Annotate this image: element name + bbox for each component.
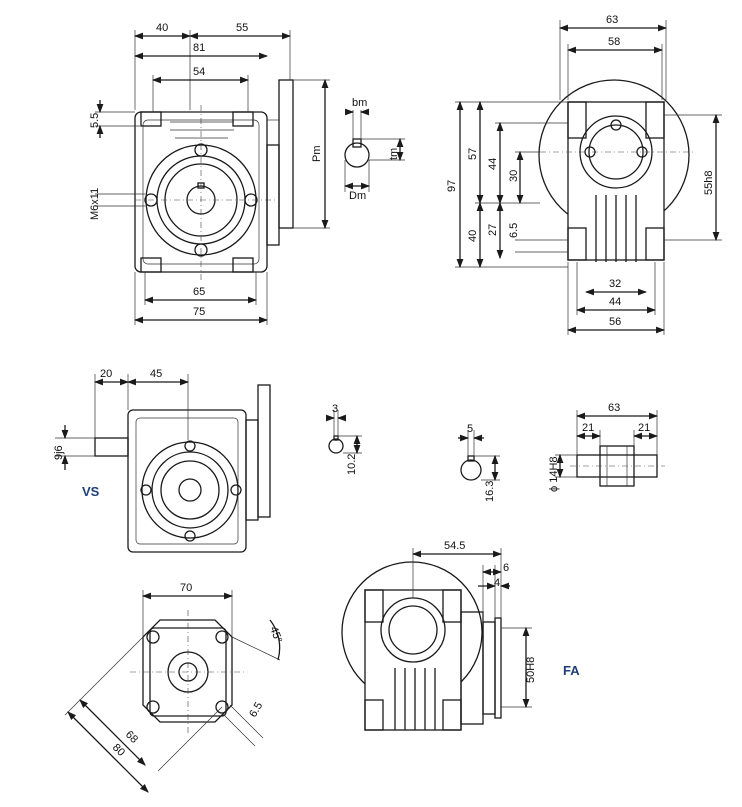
dim-44-vert: 44 <box>487 158 499 170</box>
dim-58: 58 <box>608 36 620 48</box>
key-detail-2: 5 16.3 <box>458 423 500 502</box>
dim-m6x11: M6x11 <box>89 188 101 220</box>
gearbox-side-view <box>538 79 695 262</box>
fa-label: FA <box>563 663 580 678</box>
dim-key2-width: 5 <box>467 423 473 435</box>
dim-pm: Pm <box>311 146 323 163</box>
dimensions-fa: 54.5 6 4 50H8 FA <box>411 540 580 709</box>
dim-45-deg: 45° <box>267 625 284 645</box>
dim-key2-height: 16.3 <box>484 481 496 502</box>
dim-70: 70 <box>180 582 192 594</box>
dim-32: 32 <box>609 278 621 290</box>
dim-hollow-63: 63 <box>608 402 620 414</box>
key-detail-1: 3 10.2 <box>326 403 362 475</box>
dim-56: 56 <box>609 316 621 328</box>
dim-63: 63 <box>606 14 618 26</box>
dim-30: 30 <box>508 170 520 182</box>
dim-hollow-21a: 21 <box>582 422 594 434</box>
dim-68: 68 <box>123 729 140 746</box>
dimensions-side: 63 58 97 57 40 44 27 30 6.5 55h8 32 44 <box>446 14 722 335</box>
dim-14h8: ϕ 14H8 <box>548 456 560 492</box>
flange-plate-view <box>130 610 245 735</box>
vs-label: VS <box>82 484 100 499</box>
dimensions-vs: 20 45 9j6 VS <box>53 368 190 499</box>
dim-54: 54 <box>193 66 205 78</box>
dim-57: 57 <box>467 148 479 160</box>
gearbox-front-view <box>134 79 294 280</box>
dim-hollow-21b: 21 <box>638 422 650 434</box>
dim-81: 81 <box>193 42 205 54</box>
hollow-shaft-detail: 63 21 21 ϕ 14H8 <box>548 402 665 492</box>
dim-27: 27 <box>487 224 499 236</box>
dim-54-5: 54.5 <box>444 540 465 552</box>
dim-6-5-side: 6.5 <box>508 223 520 238</box>
dim-6-5-flange: 6.5 <box>247 700 265 719</box>
dimensions-flange: 70 45° 68 80 6.5 <box>64 582 284 793</box>
dim-4-fa: 4 <box>494 577 500 589</box>
dim-20: 20 <box>100 368 112 380</box>
dim-bm: bm <box>352 97 367 109</box>
dim-55h8: 55h8 <box>703 171 715 195</box>
gearbox-fa-view <box>341 561 502 731</box>
dim-50h8: 50H8 <box>525 657 537 683</box>
dim-45: 45 <box>150 368 162 380</box>
dim-6-fa: 6 <box>503 562 509 574</box>
dim-75: 75 <box>193 306 205 318</box>
dim-40-side: 40 <box>467 230 479 242</box>
dim-key1-height: 10.2 <box>346 454 358 475</box>
dim-5-5: 5.5 <box>89 113 101 128</box>
dimensions-front: 40 55 81 54 5.5 M6x11 65 75 Pm <box>89 22 330 325</box>
dim-44-horz: 44 <box>609 296 621 308</box>
dim-dm: Dm <box>349 190 366 202</box>
dim-key1-width: 3 <box>332 403 338 415</box>
shaft-key-detail: bm tm Dm <box>343 97 405 202</box>
dim-55: 55 <box>236 22 248 34</box>
dim-tm: tm <box>388 148 400 160</box>
dim-9j6: 9j6 <box>53 445 65 460</box>
dim-40: 40 <box>156 22 168 34</box>
dim-65: 65 <box>193 286 205 298</box>
gearbox-vs-view <box>94 384 271 553</box>
dim-97: 97 <box>446 180 458 192</box>
